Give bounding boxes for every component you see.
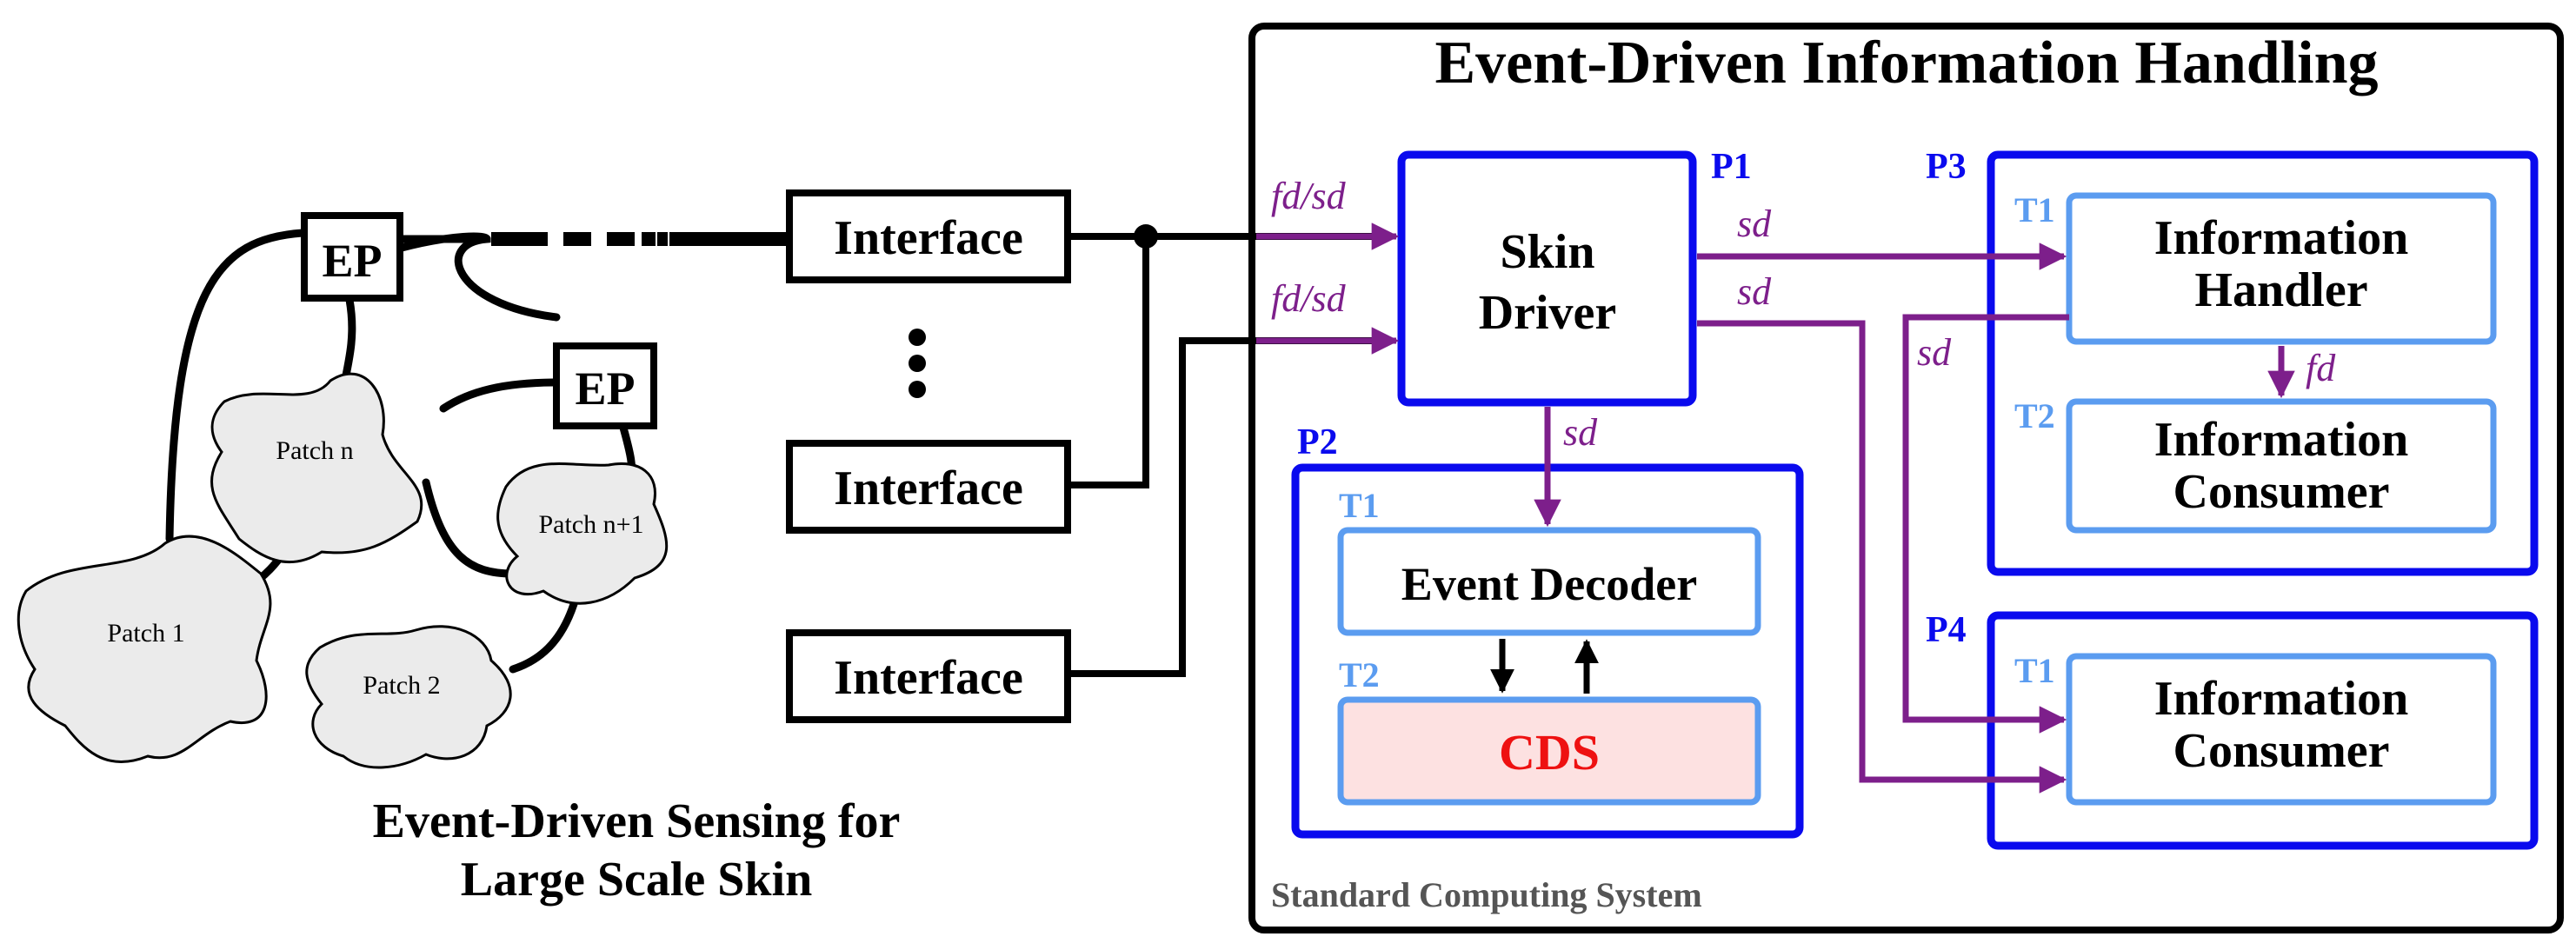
interface-label-1: Interface [834, 211, 1023, 265]
p3-task-label-t1: T1 [2014, 190, 2055, 229]
ep-node-1-label: EP [322, 235, 382, 287]
signal-arrow-driver-to-p4 [1697, 320, 2067, 794]
wire-ep2-to-patchn [439, 378, 561, 413]
wire-patchn1-to-patch2 [509, 600, 578, 674]
patch-2 [305, 625, 512, 769]
p2-task-label-t1: T1 [1339, 486, 1380, 525]
interface-label-3: Interface [834, 651, 1023, 705]
cds-box [1337, 696, 1761, 806]
process-label-p4: P4 [1926, 610, 1967, 650]
patch-label-n-plus-1: Patch n+1 [538, 510, 643, 539]
patch-1 [17, 535, 272, 763]
p3-information-consumer-label-1: Information [2154, 413, 2408, 467]
signal-arrow-handler-to-p4 [1902, 314, 2069, 734]
patch-n-plus-1 [496, 462, 669, 605]
sensing-caption-line1: Event-Driven Sensing for [373, 794, 901, 848]
wire-ep1-to-patch1 [165, 229, 307, 543]
signal-label-in-bottom: fd/sd [1271, 277, 1347, 320]
information-handler-label-2: Handler [2194, 263, 2367, 317]
information-handling-system: Event-Driven Information Handling Standa… [1248, 23, 2564, 933]
ep-node-2 [553, 342, 657, 429]
wire-interface2-out [1068, 236, 1149, 488]
vertical-ellipsis [909, 329, 926, 398]
patch-label-1: Patch 1 [107, 619, 184, 648]
p4-information-consumer-label-1: Information [2154, 672, 2408, 726]
interfaces: Interface Interface Interface [786, 189, 1391, 723]
event-decoder-box [1337, 527, 1761, 636]
patch-label-n: Patch n [276, 436, 353, 465]
p4-information-consumer-label-2: Consumer [2173, 724, 2390, 778]
p2-task-label-t2: T2 [1339, 655, 1380, 694]
process-box-p4 [1987, 611, 2539, 850]
patch-label-2: Patch 2 [363, 671, 440, 700]
event-decoder-label: Event Decoder [1401, 558, 1697, 610]
process-label-p1: P1 [1711, 147, 1752, 187]
bus-dot-2 [657, 232, 668, 246]
process-label-p3: P3 [1926, 147, 1967, 187]
sensing-network: Patch n Patch n+1 Patch 1 Patch 2 EP EP … [17, 212, 901, 907]
sensing-caption-line2: Large Scale Skin [461, 853, 812, 907]
p4-information-consumer-box [2066, 653, 2497, 806]
signal-label-to-handler: sd [1737, 203, 1772, 245]
system-title: Event-Driven Information Handling [1434, 30, 2378, 96]
interface-box-3 [786, 629, 1071, 723]
wire-ep1-to-ep2-loop [397, 232, 561, 322]
wire-patchn-to-patchn1 [422, 478, 517, 578]
system-outer-box [1248, 23, 2564, 933]
bus-dot-1 [642, 232, 656, 246]
signal-label-handler-to-consumer: fd [2306, 347, 2336, 389]
interface-box-2 [786, 440, 1071, 534]
p4-task-label-t1: T1 [2014, 651, 2055, 690]
signal-label-to-decoder: sd [1563, 411, 1598, 454]
p3-information-consumer-label-2: Consumer [2173, 465, 2390, 519]
skin-driver-label-2: Driver [1479, 286, 1617, 340]
process-box-p3 [1987, 150, 2539, 576]
signal-label-in-top: fd/sd [1271, 175, 1347, 217]
signal-label-to-p4: sd [1737, 270, 1772, 313]
skin-driver-box [1397, 150, 1697, 407]
cds-label: CDS [1499, 724, 1600, 781]
process-label-p2: P2 [1297, 422, 1338, 462]
patch-n [210, 372, 423, 564]
information-handler-label-1: Information [2154, 211, 2408, 265]
interface-label-2: Interface [834, 462, 1023, 515]
p3-task-label-t2: T2 [2014, 396, 2055, 435]
ep-node-1 [301, 212, 403, 302]
junction-dot [1134, 224, 1158, 249]
p3-information-consumer-box [2066, 398, 2497, 534]
skin-driver-label-1: Skin [1501, 225, 1595, 279]
signal-label-handler-to-p4: sd [1917, 331, 1952, 374]
information-handler-box [2066, 192, 2497, 345]
system-footer: Standard Computing System [1271, 875, 1702, 914]
ep-node-2-label: EP [575, 362, 635, 415]
interface-box-1 [786, 189, 1071, 283]
